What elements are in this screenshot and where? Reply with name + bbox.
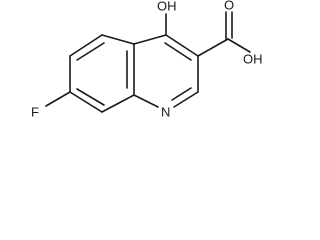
bond-c4-c3-inner	[164, 42, 192, 61]
bond-c7-c8-inner	[76, 88, 105, 106]
chemical-structure-diagram: OH O OH F N	[31, 0, 263, 119]
ring-nitrogen-label: N	[161, 104, 170, 119]
bond-c4a-c5	[101, 34, 135, 45]
bond-c5-c6	[69, 34, 103, 57]
bond-c4-c3	[165, 34, 199, 57]
carboxylic-acid-oh-label: OH	[243, 51, 263, 66]
bond-c2-n1	[173, 91, 199, 108]
bond-c7-c8	[69, 91, 103, 113]
fluorine-label: F	[31, 104, 39, 119]
bond-c3-cooh	[197, 38, 229, 57]
carbonyl-oxygen-label: O	[224, 0, 234, 12]
bond-c4a-c4	[133, 34, 167, 45]
bond-n1-c8a	[133, 94, 159, 108]
pyridine-ring	[133, 34, 199, 108]
bond-c-oh	[227, 38, 251, 53]
benzene-ring	[69, 34, 135, 113]
bond-c2-n1-inner	[171, 87, 192, 101]
bond-c7-f	[45, 91, 71, 107]
bond-c6-c6-inner	[76, 42, 105, 61]
bond-c8-c8a	[101, 94, 135, 113]
hydroxyl-label: OH	[157, 0, 177, 13]
